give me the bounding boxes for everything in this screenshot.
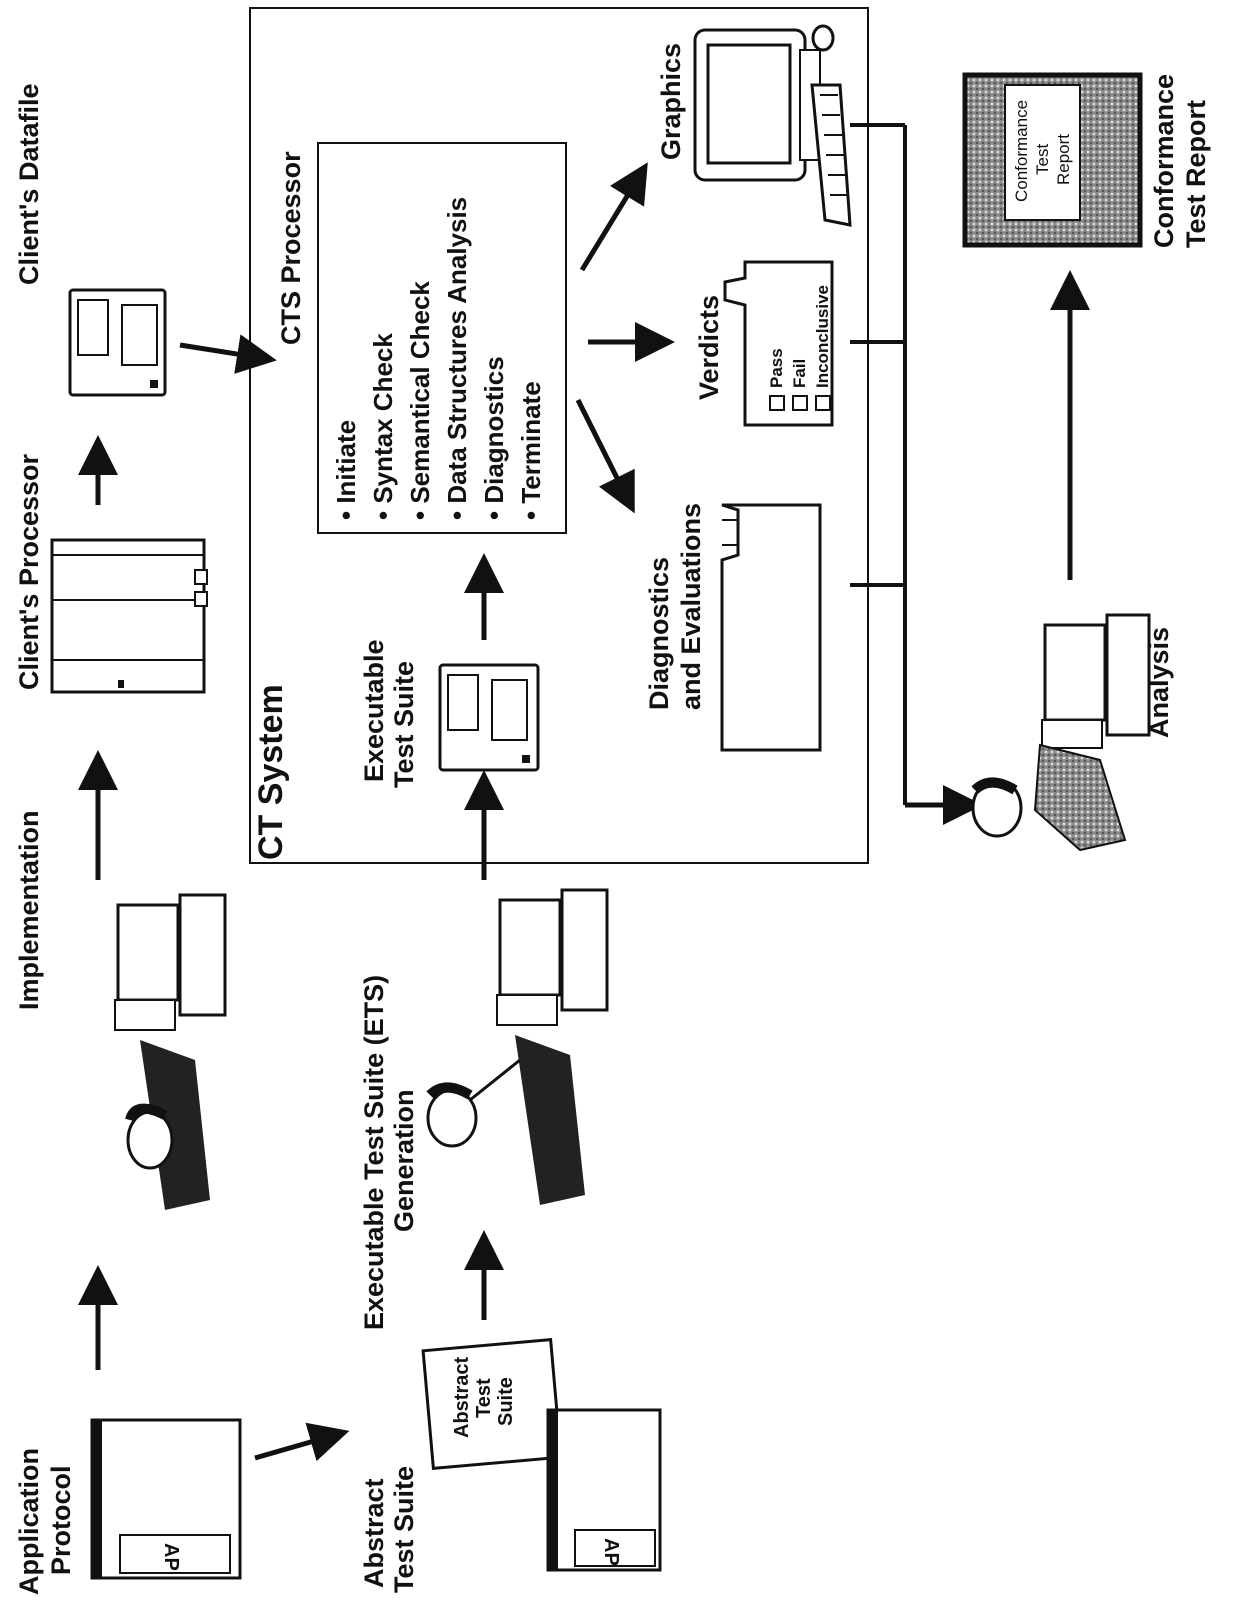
svg-text:Test Report: Test Report (1181, 100, 1211, 248)
clients-datafile-disk-icon (68, 288, 167, 397)
ct-system-frame (249, 7, 869, 864)
svg-text:Test Suite: Test Suite (389, 1466, 419, 1593)
implementation-label: Implementation (14, 810, 44, 1010)
cts-step: • Terminate (516, 381, 546, 520)
svg-text:Report: Report (1054, 134, 1073, 185)
cts-processor-box (317, 142, 567, 534)
implementation-person-icon (114, 893, 227, 1210)
svg-text:Suite: Suite (495, 1377, 517, 1426)
svg-text:Diagnostics: Diagnostics (644, 557, 674, 710)
cts-step-list: • Initiate • Syntax Check • Semantical C… (331, 197, 546, 520)
arrow-ap-to-abstract (254, 1422, 350, 1462)
verdict-options: Pass Fail Inconclusive (767, 285, 832, 411)
ets-generation-label: Executable Test Suite (ETS) Generation (359, 975, 419, 1330)
output-connector-lines (850, 123, 983, 825)
cts-step: • Diagnostics (479, 356, 509, 520)
clients-processor-label: Client's Processor (14, 453, 44, 690)
svg-text:Abstract: Abstract (451, 1357, 473, 1438)
cts-step: • Semantical Check (405, 281, 435, 520)
clients-processor-icon (50, 538, 208, 694)
cts-processor-title: CTS Processor (276, 151, 306, 345)
graphics-workstation-icon (693, 24, 852, 227)
svg-text:AP: AP (160, 1543, 182, 1571)
svg-text:and Evaluations: and Evaluations (676, 503, 706, 710)
application-protocol-label: Application Protocol (14, 1448, 76, 1595)
cts-step: • Data Structures Analysis (442, 197, 472, 520)
clients-datafile-label: Client's Datafile (14, 84, 44, 285)
inconclusive-checkbox-icon (815, 395, 831, 411)
svg-text:Test Suite: Test Suite (389, 661, 419, 788)
svg-text:Test: Test (473, 1378, 495, 1418)
svg-text:Application: Application (14, 1448, 44, 1595)
abstract-test-suite-doc-icon: Abstract Test Suite (421, 1338, 563, 1470)
graphics-label: Graphics (656, 43, 686, 160)
svg-text:Test: Test (1033, 144, 1052, 175)
ap-book-icon: AP (90, 1418, 242, 1580)
arrow-datafile-to-cts (179, 334, 277, 374)
cts-step: • Syntax Check (368, 333, 398, 520)
ct-system-label: CT System (252, 684, 290, 860)
svg-text:Conformance: Conformance (1012, 100, 1031, 202)
ets-generation-person-icon (426, 888, 609, 1205)
verdicts-form-icon (723, 260, 834, 427)
arrow-cts-to-diagnostics (575, 398, 635, 514)
svg-text:Abstract: Abstract (359, 1478, 389, 1588)
conformance-test-report-label: Conformance Test Report (1149, 74, 1211, 248)
svg-text:Generation: Generation (389, 1089, 419, 1232)
abstract-test-suite-label: Abstract Test Suite (359, 1466, 419, 1593)
cts-step: • Initiate (331, 420, 361, 520)
svg-text:Protocol: Protocol (46, 1465, 76, 1575)
ap-book-2-icon: AP (546, 1408, 662, 1572)
verdicts-label: Verdicts (694, 295, 724, 400)
verdict-option: Inconclusive (813, 285, 832, 388)
ets-disk-icon (438, 663, 540, 772)
diagnostics-folder-icon (720, 503, 822, 752)
conformance-report-icon: Conformance Test Report (962, 72, 1143, 248)
svg-text:AP: AP (600, 1538, 622, 1566)
arrow-cts-to-graphics (579, 162, 648, 272)
verdict-option: Pass (767, 348, 786, 388)
svg-text:Executable Test Suite (ETS): Executable Test Suite (ETS) (359, 975, 389, 1330)
fail-checkbox-icon (792, 395, 808, 411)
diagnostics-evaluations-label: Diagnostics and Evaluations (644, 503, 706, 710)
pass-checkbox-icon (769, 395, 785, 411)
svg-text:Executable: Executable (359, 639, 389, 782)
svg-text:Conformance: Conformance (1149, 74, 1179, 248)
analysis-person-icon (971, 613, 1151, 852)
executable-test-suite-label: Executable Test Suite (359, 639, 419, 788)
verdict-option: Fail (790, 359, 809, 388)
